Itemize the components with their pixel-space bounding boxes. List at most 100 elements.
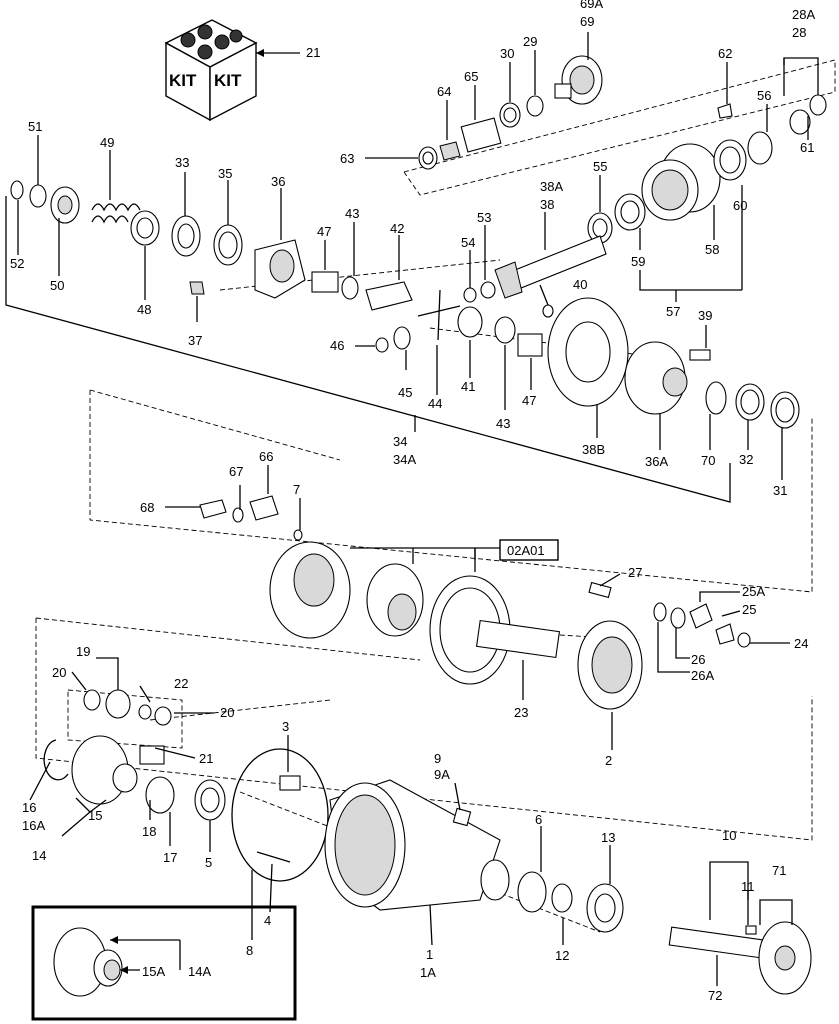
- callout-c1: 1: [426, 947, 433, 962]
- callout-c38: 38: [540, 197, 554, 212]
- leader-lines: [17, 32, 819, 986]
- callout-c56: 56: [757, 88, 771, 103]
- callout-c43a: 43: [345, 206, 359, 221]
- callout-c68: 68: [140, 500, 154, 515]
- callout-c11: 11: [741, 879, 755, 894]
- callout-c63: 63: [340, 151, 354, 166]
- callout-c67: 67: [229, 464, 243, 479]
- inset-detail: [31, 905, 297, 1021]
- callout-c24: 24: [794, 636, 808, 651]
- callout-c60: 60: [733, 198, 747, 213]
- callout-c49: 49: [100, 135, 114, 150]
- callout-c14a: 14A: [188, 964, 211, 979]
- callout-c33: 33: [175, 155, 189, 170]
- callout-c3: 3: [282, 719, 289, 734]
- callout-c21top: 21: [306, 45, 320, 60]
- differential-lock-group: [10, 180, 554, 357]
- callout-c39: 39: [698, 308, 712, 323]
- callout-c71: 71: [772, 863, 786, 878]
- callout-c35: 35: [218, 166, 232, 181]
- hub-housing-group: [43, 689, 812, 995]
- callout-c8: 8: [246, 943, 253, 958]
- callout-c27: 27: [628, 565, 642, 580]
- reference-label: 02A01: [507, 543, 545, 558]
- callout-c54: 54: [461, 235, 475, 250]
- kit-label-right: KIT: [214, 71, 242, 90]
- callout-c15a: 15A: [142, 964, 165, 979]
- callout-c48: 48: [137, 302, 151, 317]
- callout-c64: 64: [437, 84, 451, 99]
- reference-box[interactable]: 02A01: [499, 539, 559, 561]
- kit-label-left: KIT: [169, 71, 197, 90]
- callout-c61: 61: [800, 140, 814, 155]
- callout-c17: 17: [163, 850, 177, 865]
- callout-c34: 34: [393, 434, 407, 449]
- callout-c36a: 36A: [645, 454, 668, 469]
- callout-c2: 2: [605, 753, 612, 768]
- callout-c44: 44: [428, 396, 442, 411]
- planetary-group: [199, 495, 751, 710]
- callout-c30: 30: [500, 46, 514, 61]
- callout-c42: 42: [390, 221, 404, 236]
- callout-c62: 62: [718, 46, 732, 61]
- callout-c66: 66: [259, 449, 273, 464]
- callout-c22: 22: [174, 676, 188, 691]
- callout-c72: 72: [708, 988, 722, 1003]
- callout-c6: 6: [535, 812, 542, 827]
- callout-c57: 57: [666, 304, 680, 319]
- callout-c13: 13: [601, 830, 615, 845]
- callout-c16: 16: [22, 800, 36, 815]
- callout-c29: 29: [523, 34, 537, 49]
- callout-c69a: 69A: [580, 0, 603, 11]
- callout-c5: 5: [205, 855, 212, 870]
- callout-c16a: 16A: [22, 818, 45, 833]
- callout-c23: 23: [514, 705, 528, 720]
- callout-c26: 26: [691, 652, 705, 667]
- callout-c38b: 38B: [582, 442, 605, 457]
- callout-c32: 32: [739, 452, 753, 467]
- callout-c19: 19: [76, 644, 90, 659]
- callout-c47b: 47: [522, 393, 536, 408]
- kit-box: KIT KIT: [164, 19, 300, 122]
- callout-c52: 52: [10, 256, 24, 271]
- callout-c12: 12: [555, 948, 569, 963]
- callout-c14: 14: [32, 848, 46, 863]
- callout-c28: 28: [792, 25, 806, 40]
- callout-c18: 18: [142, 824, 156, 839]
- callout-c36: 36: [271, 174, 285, 189]
- callout-c9: 9: [434, 751, 441, 766]
- callout-c4: 4: [264, 913, 271, 928]
- callout-c53: 53: [477, 210, 491, 225]
- callout-c46: 46: [330, 338, 344, 353]
- callout-c59: 59: [631, 254, 645, 269]
- callout-c15: 15: [88, 808, 102, 823]
- callout-c26a: 26A: [691, 668, 714, 683]
- callout-c55: 55: [593, 159, 607, 174]
- callout-c58: 58: [705, 242, 719, 257]
- callout-c9a: 9A: [434, 767, 450, 782]
- bracket-34: [5, 196, 731, 503]
- callout-c34a: 34A: [393, 452, 416, 467]
- callout-c70: 70: [701, 453, 715, 468]
- callout-c25a: 25A: [742, 584, 765, 599]
- callout-c43b: 43: [496, 416, 510, 431]
- callout-c20a: 20: [52, 665, 66, 680]
- callout-c1a: 1A: [420, 965, 436, 980]
- callout-c28a: 28A: [792, 7, 815, 22]
- callout-c41: 41: [461, 379, 475, 394]
- callout-c47a: 47: [317, 224, 331, 239]
- callout-c40: 40: [573, 277, 587, 292]
- callout-c65: 65: [464, 69, 478, 84]
- callout-c21b: 21: [199, 751, 213, 766]
- callout-c38a: 38A: [540, 179, 563, 194]
- callout-c10: 10: [722, 828, 736, 843]
- ring-gear-group: [547, 297, 800, 429]
- callout-c25: 25: [742, 602, 756, 617]
- callout-c45: 45: [398, 385, 412, 400]
- callout-c7: 7: [293, 482, 300, 497]
- callout-c37: 37: [188, 333, 202, 348]
- callout-c69: 69: [580, 14, 594, 29]
